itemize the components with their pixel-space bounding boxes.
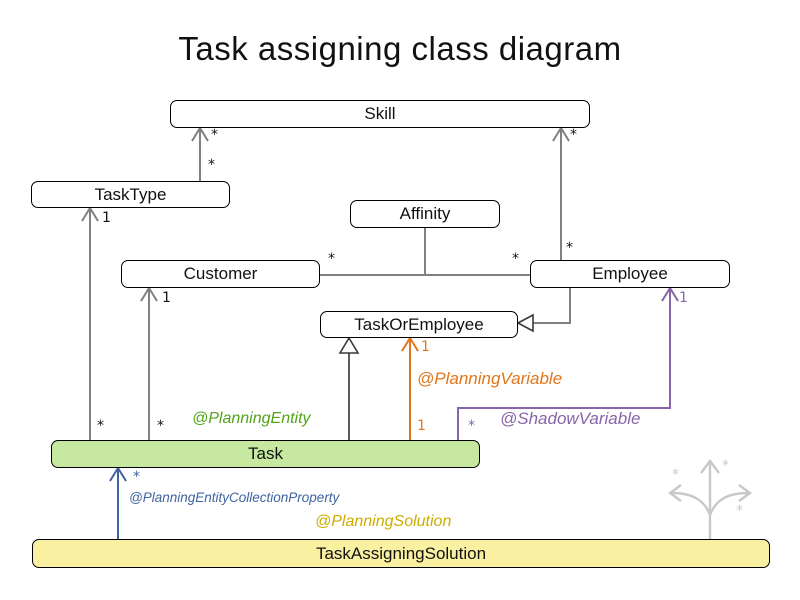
class-label: TaskOrEmployee: [354, 314, 484, 334]
multiplicity-collection-star: *: [133, 469, 140, 485]
multiplicity-task-customer-star: *: [157, 418, 164, 434]
class-label: Task: [248, 444, 283, 463]
annotation-planning-variable: @PlanningVariable: [417, 369, 563, 388]
decoration-star-left: *: [672, 467, 679, 483]
class-box-taskassigningsolution: TaskAssigningSolution: [32, 539, 770, 568]
multiplicity-shadowvariable-star: *: [468, 418, 475, 434]
multiplicity-employee-side: *: [512, 251, 519, 267]
multiplicity-skill-tasktype-bottom: *: [208, 157, 215, 173]
multiplicity-skill-employee-bottom: *: [566, 240, 573, 256]
class-box-task: Task: [51, 440, 480, 468]
edge-employee-skill: [552, 126, 570, 260]
edge-shadow-variable: [457, 286, 679, 440]
multiplicity-customer-side: *: [328, 251, 335, 267]
decoration-star-bottom-right: *: [736, 503, 743, 519]
class-label: Customer: [183, 264, 258, 283]
annotation-planning-solution: @PlanningSolution: [315, 513, 452, 530]
decoration-star-top-right: *: [722, 458, 729, 474]
class-box-tasktype: TaskType: [31, 181, 230, 208]
multiplicity-skill-employee-top: *: [570, 127, 577, 143]
annotation-planning-entity-collection-property: @PlanningEntityCollectionProperty: [129, 490, 340, 505]
class-box-taskoremployee: TaskOrEmployee: [320, 311, 518, 338]
class-label: Affinity: [399, 204, 451, 223]
class-box-customer: Customer: [121, 260, 320, 288]
class-label: Employee: [592, 264, 668, 283]
multiplicity-tasktype-one: 1: [102, 210, 111, 226]
edge-task-customer: [140, 286, 158, 440]
decoration-branching-arrows: [667, 459, 753, 539]
edge-tasktype-skill: [191, 126, 209, 181]
edge-task-taskoremployee-generalization: [338, 336, 360, 440]
edge-task-tasktype: [81, 206, 99, 440]
class-box-employee: Employee: [530, 260, 730, 288]
class-label: TaskType: [94, 184, 167, 204]
class-label: TaskAssigningSolution: [315, 543, 487, 563]
annotation-shadow-variable: @ShadowVariable: [500, 409, 641, 428]
multiplicity-shadowvariable-one: 1: [679, 290, 688, 306]
class-box-skill: Skill: [170, 100, 590, 128]
edge-employee-taskoremployee-generalization: [516, 288, 571, 333]
multiplicity-planningvariable-bottom: 1: [417, 418, 426, 434]
class-box-affinity: Affinity: [350, 200, 500, 228]
edge-collection-property: [109, 466, 127, 539]
edge-planning-variable: [401, 336, 419, 440]
diagram-title: Task assigning class diagram: [178, 30, 622, 67]
class-label: Skill: [364, 104, 396, 123]
multiplicity-planningvariable-top: 1: [421, 339, 430, 355]
multiplicity-skill-tasktype-top: *: [211, 127, 218, 143]
multiplicity-task-tasktype-star: *: [97, 418, 104, 434]
annotation-planning-entity: @PlanningEntity: [192, 410, 311, 427]
multiplicity-customer-one: 1: [162, 290, 171, 306]
